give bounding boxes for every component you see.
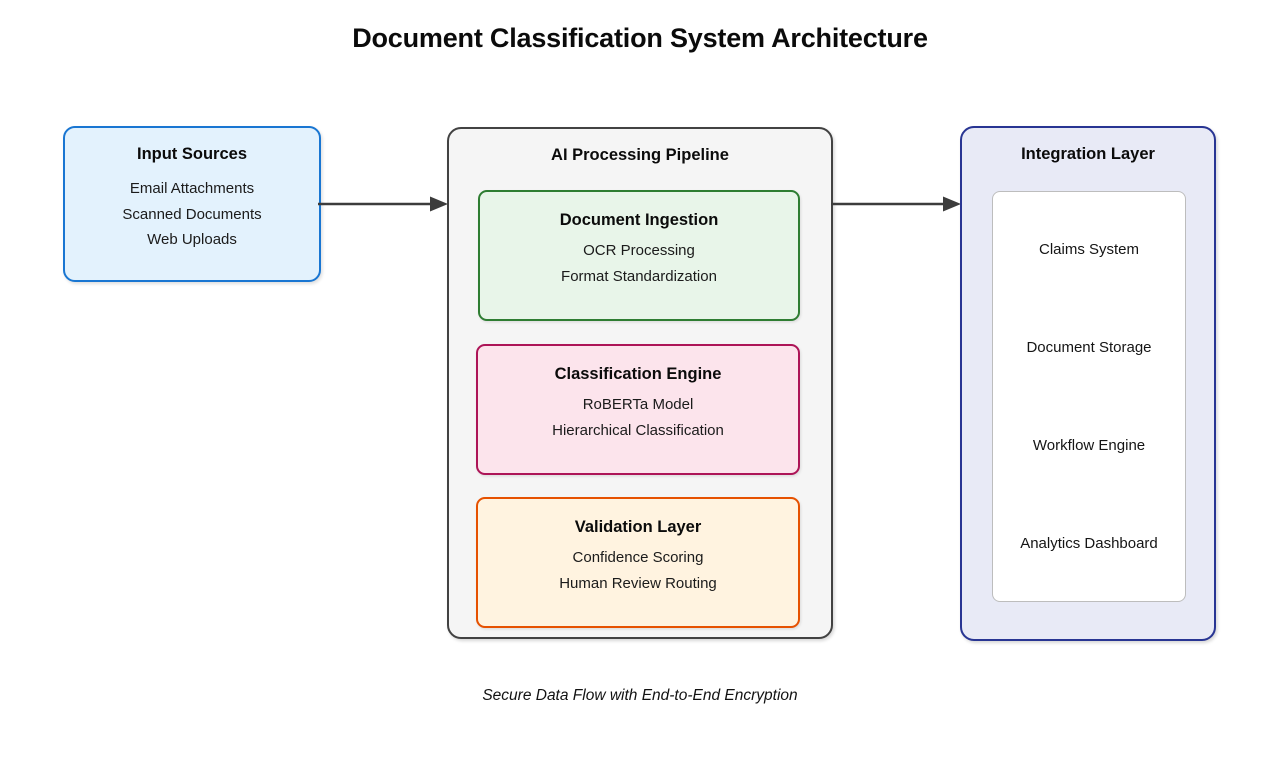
stage-validation-line-2: Human Review Routing bbox=[559, 574, 717, 592]
integration-item-analytics-dashboard[interactable]: Analytics Dashboard bbox=[1020, 535, 1158, 553]
diagram-caption: Secure Data Flow with End-to-End Encrypt… bbox=[482, 687, 798, 704]
ai-processing-pipeline-container[interactable]: AI Processing Pipeline Document Ingestio… bbox=[447, 127, 833, 639]
stage-classification-line-2: Hierarchical Classification bbox=[552, 421, 724, 439]
integration-item-workflow-engine[interactable]: Workflow Engine bbox=[1032, 437, 1146, 455]
page-title: Document Classification System Architect… bbox=[352, 23, 928, 53]
arrow-input-to-pipeline-icon bbox=[318, 192, 450, 216]
stage-validation-title: Validation Layer bbox=[574, 518, 702, 536]
stage-ingestion-line-2: Format Standardization bbox=[561, 267, 717, 285]
integration-layer-box[interactable]: Integration Layer Claims System Document… bbox=[960, 126, 1216, 641]
stage-ingestion-title: Document Ingestion bbox=[559, 211, 719, 229]
arrow-pipeline-to-integration-icon bbox=[831, 192, 963, 216]
stage-classification-title: Classification Engine bbox=[554, 365, 722, 383]
input-sources-item-web: Web Uploads bbox=[147, 231, 237, 249]
stage-classification-line-1: RoBERTa Model bbox=[582, 395, 694, 413]
stage-document-ingestion[interactable]: Document Ingestion OCR Processing Format… bbox=[478, 190, 800, 321]
stage-validation-line-1: Confidence Scoring bbox=[572, 548, 704, 566]
input-sources-item-scanned: Scanned Documents bbox=[122, 205, 262, 223]
integration-item-document-storage[interactable]: Document Storage bbox=[1026, 338, 1152, 356]
stage-classification-engine[interactable]: Classification Engine RoBERTa Model Hier… bbox=[476, 344, 800, 475]
stage-validation-layer[interactable]: Validation Layer Confidence Scoring Huma… bbox=[476, 497, 800, 628]
integration-list-panel[interactable]: Claims System Document Storage Workflow … bbox=[992, 191, 1186, 602]
input-sources-item-email: Email Attachments bbox=[129, 179, 255, 197]
integration-layer-title: Integration Layer bbox=[1021, 145, 1155, 163]
pipeline-title: AI Processing Pipeline bbox=[551, 146, 729, 164]
stage-ingestion-line-1: OCR Processing bbox=[583, 241, 695, 259]
input-sources-title: Input Sources bbox=[136, 145, 247, 163]
integration-item-claims-system[interactable]: Claims System bbox=[1038, 240, 1139, 258]
input-sources-box[interactable]: Input Sources Email Attachments Scanned … bbox=[63, 126, 321, 282]
